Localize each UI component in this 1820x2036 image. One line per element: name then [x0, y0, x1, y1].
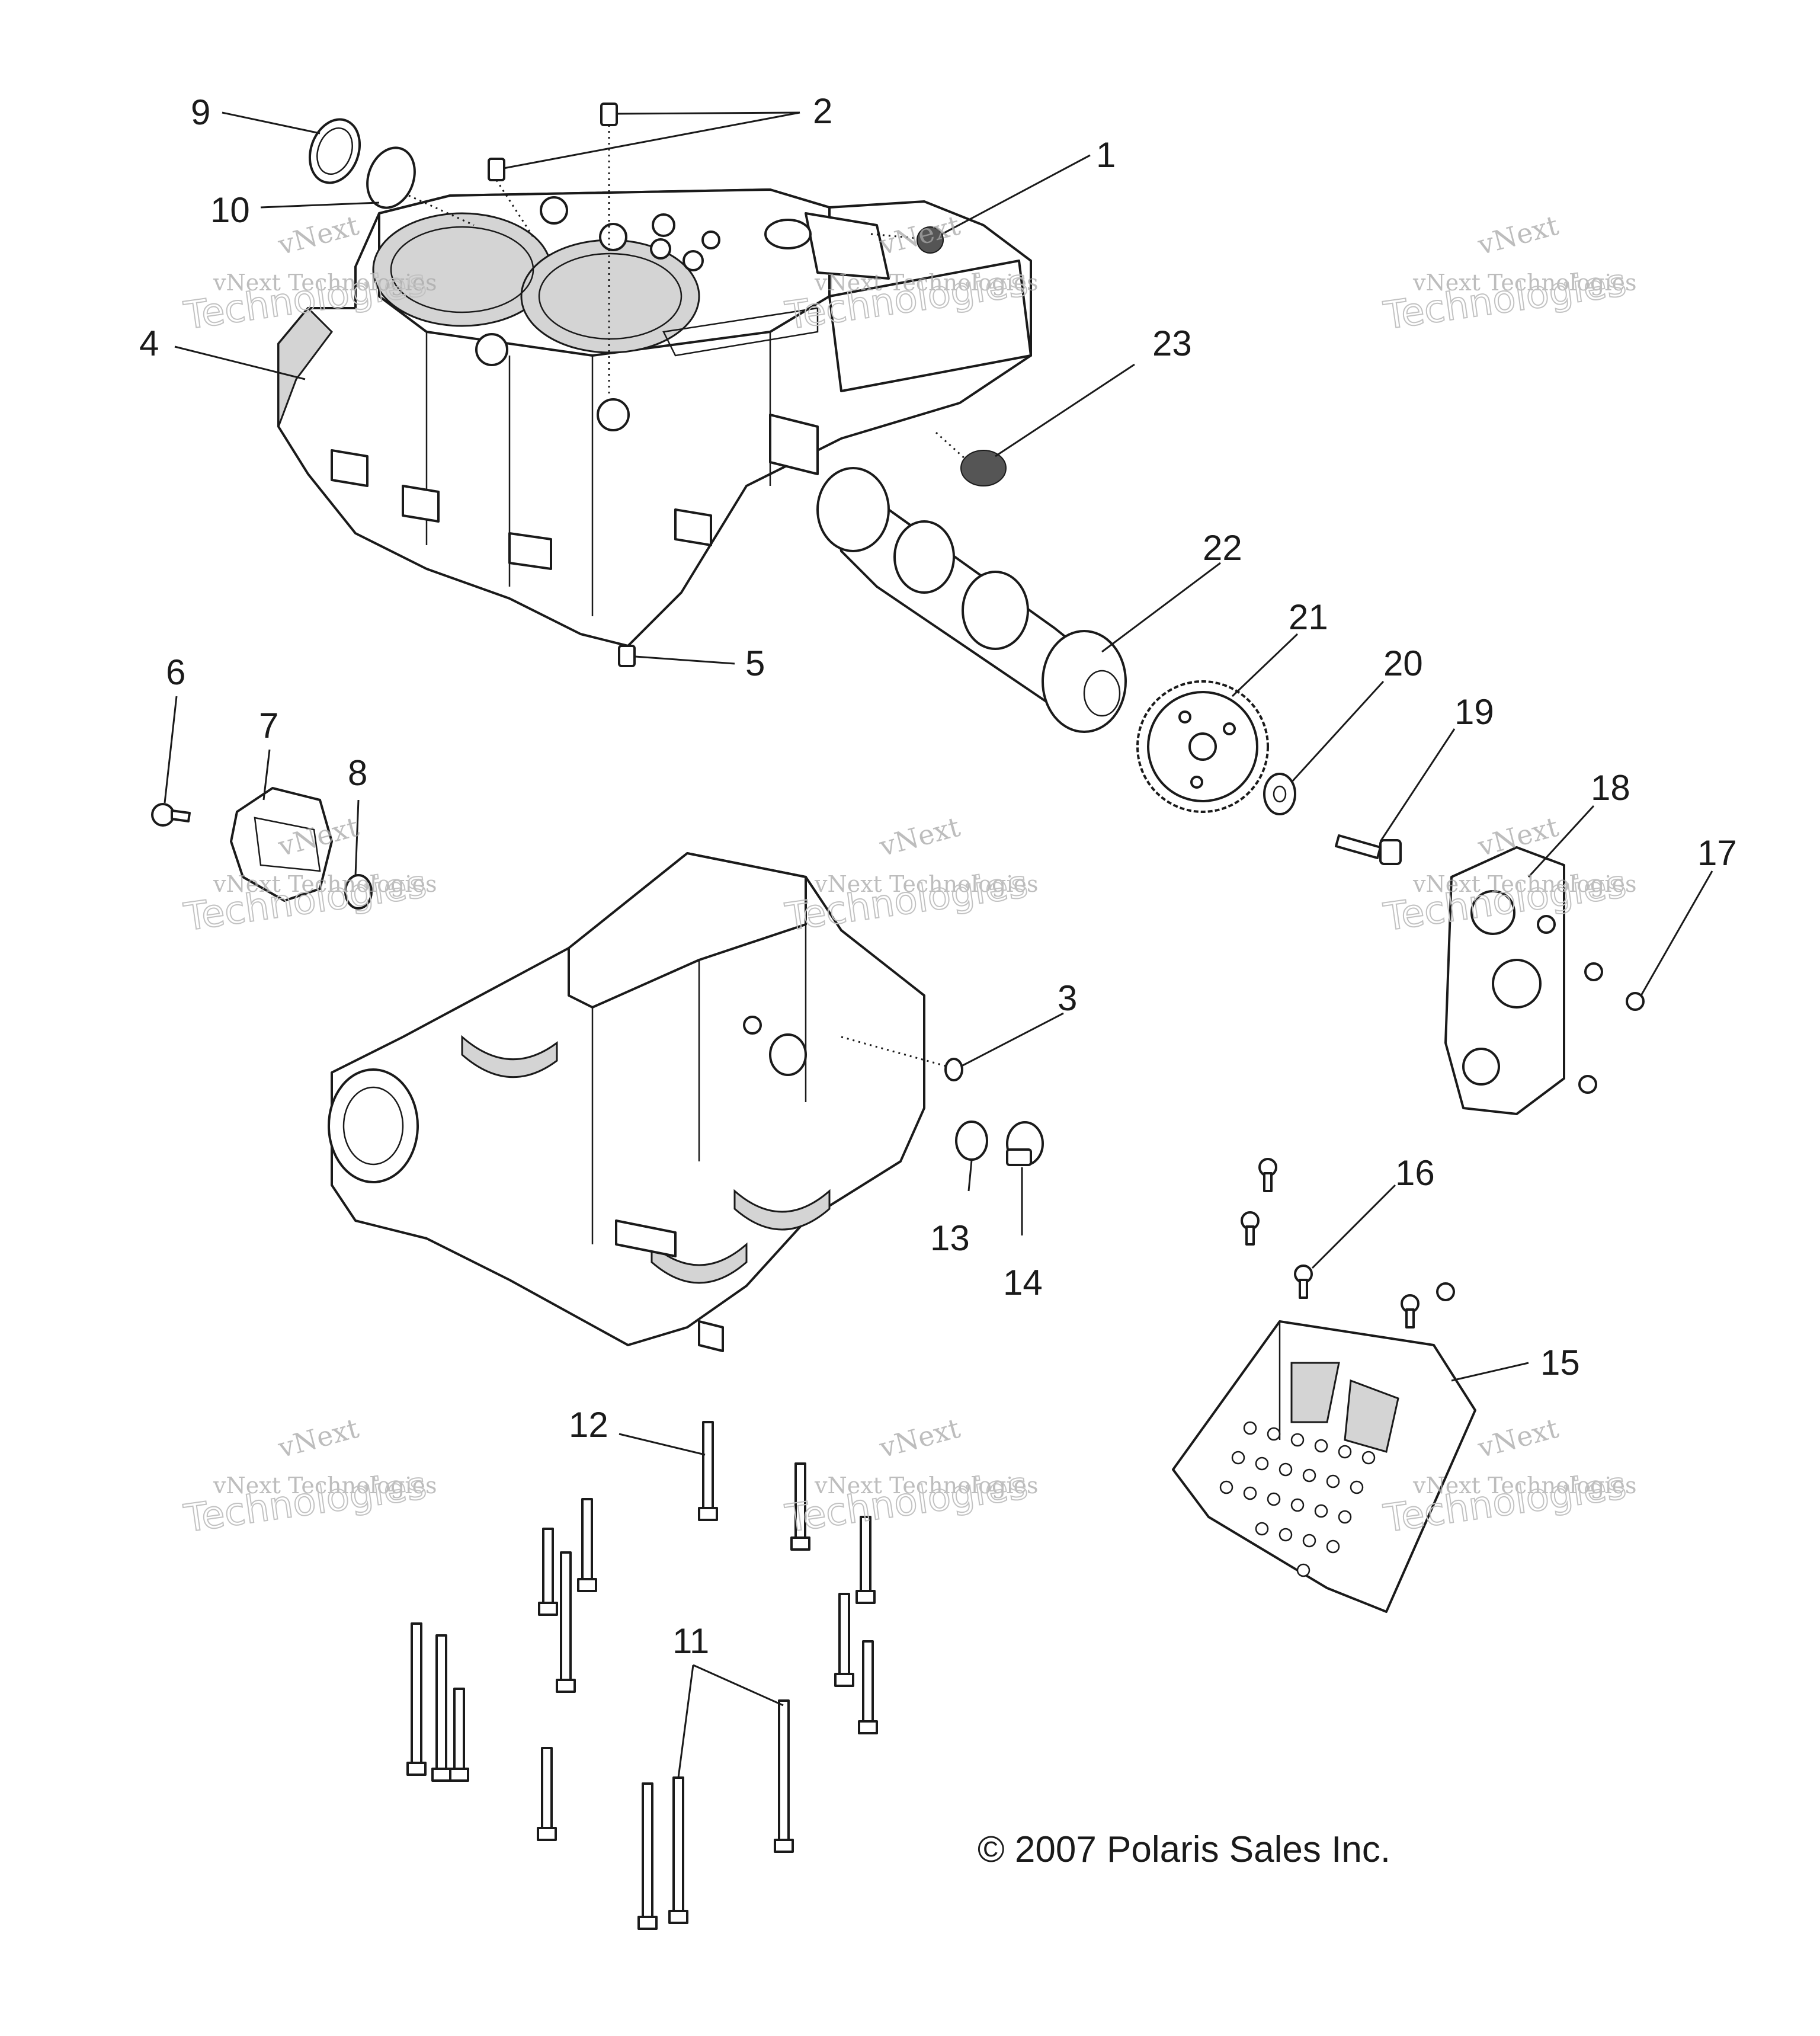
callout-13: 13 — [930, 1218, 970, 1258]
callout-7: 7 — [259, 706, 278, 745]
svg-text:vNext Technologies: vNext Technologies — [1412, 270, 1636, 296]
callout-9: 9 — [191, 92, 210, 132]
cover-plate — [1444, 846, 1565, 1115]
svg-text:vNext Technologies: vNext Technologies — [213, 1472, 437, 1499]
callout-1: 1 — [1096, 135, 1116, 175]
svg-text:vNext Technologies: vNext Technologies — [814, 1472, 1038, 1499]
svg-text:vNext: vNext — [1474, 209, 1562, 261]
cam-gear — [1136, 680, 1269, 813]
copyright-notice: © 2007 Polaris Sales Inc. — [978, 1829, 1390, 1870]
watermark-6: vNext vNext Technologies Technologies — [1380, 811, 1637, 940]
svg-text:vNext: vNext — [876, 811, 964, 863]
plug-fitting — [870, 226, 944, 254]
o-ring-8 — [344, 874, 373, 910]
svg-text:vNext Technologies: vNext Technologies — [213, 871, 437, 897]
svg-text:vNext Technologies: vNext Technologies — [814, 270, 1038, 296]
callout-5: 5 — [745, 644, 765, 683]
dowel-pins — [488, 103, 618, 397]
case-bolts — [406, 1421, 878, 1930]
callout-11: 11 — [672, 1621, 709, 1661]
callout-10: 10 — [210, 190, 250, 230]
lower-dowel — [618, 645, 636, 667]
leader-lines — [164, 111, 1713, 1778]
callout-17: 17 — [1697, 833, 1737, 873]
callout-23: 23 — [1152, 324, 1192, 363]
callout-16: 16 — [1395, 1153, 1435, 1193]
lower-crankcase — [328, 852, 949, 1352]
svg-text:vNext: vNext — [274, 209, 363, 261]
skid-plate — [1172, 1320, 1476, 1613]
watermark-3: vNext vNext Technologies Technologies — [1380, 209, 1637, 339]
callout-15: 15 — [1540, 1343, 1580, 1382]
camshaft — [816, 467, 1127, 733]
watermark-5: vNext vNext Technologies Technologies — [782, 811, 1039, 940]
svg-text:vNext: vNext — [1474, 1412, 1562, 1464]
callout-labels: 1 2 3 4 5 6 7 8 9 10 11 12 13 14 15 16 1… — [139, 91, 1737, 1661]
callout-4: 4 — [139, 324, 159, 363]
svg-text:vNext Technologies: vNext Technologies — [1412, 871, 1636, 897]
cover-screws — [1578, 962, 1645, 1094]
seal-and-ring — [308, 118, 475, 226]
svg-text:vNext Technologies: vNext Technologies — [814, 871, 1038, 897]
watermark-4: vNext vNext Technologies Technologies — [181, 811, 437, 940]
watermark-7: vNext vNext Technologies Technologies — [181, 1412, 437, 1542]
callout-20: 20 — [1383, 644, 1423, 683]
callout-6: 6 — [166, 652, 185, 692]
gear-bolt — [1335, 834, 1402, 865]
bolt-6 — [151, 803, 191, 827]
callout-22: 22 — [1203, 528, 1242, 568]
callout-2: 2 — [813, 91, 832, 131]
callout-14: 14 — [1003, 1263, 1043, 1302]
svg-text:vNext Technologies: vNext Technologies — [1412, 1472, 1636, 1499]
o-ring-3 — [944, 1058, 963, 1081]
skid-bolts — [1241, 1158, 1455, 1328]
cam-nut — [935, 431, 1007, 486]
callout-18: 18 — [1591, 768, 1630, 808]
callout-19: 19 — [1454, 692, 1494, 732]
upper-crankcase — [277, 188, 1032, 647]
skid-plate-holes — [1219, 1421, 1376, 1577]
drain-plug — [1006, 1121, 1044, 1166]
callout-3: 3 — [1058, 978, 1077, 1018]
svg-text:vNext: vNext — [274, 1412, 363, 1464]
washer — [1263, 773, 1296, 815]
watermark-8: vNext vNext Technologies Technologies — [782, 1412, 1039, 1542]
svg-text:vNext Technologies: vNext Technologies — [213, 270, 437, 296]
washer-13 — [955, 1121, 988, 1161]
callout-12: 12 — [569, 1405, 608, 1445]
side-cover — [230, 787, 333, 902]
callout-21: 21 — [1289, 597, 1328, 637]
callout-8: 8 — [348, 753, 367, 793]
svg-text:vNext: vNext — [876, 1412, 964, 1464]
